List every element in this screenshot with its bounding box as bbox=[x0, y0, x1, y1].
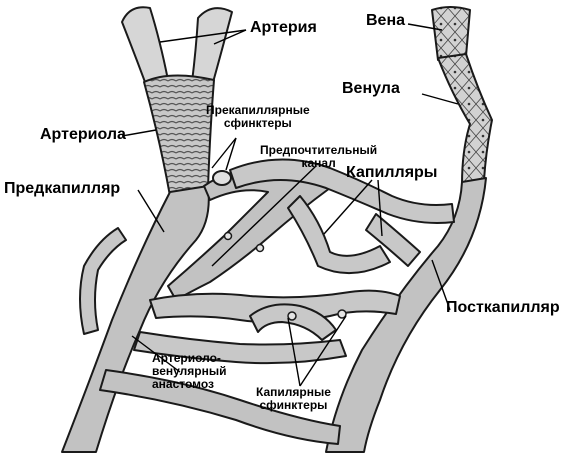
label-capillary-sphincters-line2: сфинктеры bbox=[259, 398, 328, 412]
label-av-anastomosis: Артериоло- венулярный анастомоз bbox=[152, 352, 226, 391]
capillary-loop-mid bbox=[287, 195, 391, 275]
label-artery: Артерия bbox=[250, 19, 317, 36]
label-preferential-channel-line2: канал bbox=[301, 156, 336, 170]
label-av-anastomosis-line3: анастомоз bbox=[152, 377, 215, 391]
capillary-loop-upper bbox=[229, 158, 455, 224]
label-vein: Вена bbox=[366, 12, 406, 29]
label-arteriole: Артериола bbox=[40, 126, 126, 143]
label-precapillary-sphincters: Прекапиллярные сфинктеры bbox=[206, 104, 310, 130]
av-anastomosis-vessel bbox=[99, 369, 341, 445]
label-av-anastomosis-line2: венулярный bbox=[152, 364, 227, 378]
label-precapillary: Предкапилляр bbox=[4, 180, 121, 197]
label-venule: Венула bbox=[342, 80, 400, 97]
arteriole-vessel bbox=[143, 74, 215, 197]
left-side-branch bbox=[79, 227, 127, 335]
label-capillary-sphincters-line1: Капилярные bbox=[256, 385, 331, 399]
label-postcapillary: Посткапилляр bbox=[446, 299, 560, 316]
capillary-loop-right bbox=[365, 213, 421, 267]
label-capillary-sphincters: Капилярные сфинктеры bbox=[256, 386, 331, 412]
capillary-loop-small bbox=[249, 303, 337, 341]
label-precapillary-sphincters-line1: Прекапиллярные bbox=[206, 103, 310, 117]
leader-lines bbox=[121, 23, 459, 387]
label-capillaries: Капилляры bbox=[346, 164, 438, 181]
label-preferential-channel: Предпочтительный канал bbox=[260, 144, 377, 170]
artery-left-branch bbox=[121, 6, 169, 91]
precapillary-sphincter bbox=[212, 170, 232, 186]
label-preferential-channel-line1: Предпочтительный bbox=[260, 143, 378, 157]
postcapillary-vessel bbox=[325, 177, 487, 453]
capillary-bed bbox=[61, 6, 493, 453]
label-precapillary-sphincters-line2: сфинктеры bbox=[223, 116, 292, 130]
artery-right-branch bbox=[191, 7, 233, 87]
capillary-sphincter-knobs bbox=[223, 231, 347, 321]
vein-vessel bbox=[431, 6, 471, 61]
venule-vessel bbox=[437, 53, 493, 185]
label-av-anastomosis-line1: Артериоло- bbox=[152, 351, 221, 365]
precapillary-trunk bbox=[61, 185, 210, 453]
capillary-network-bottom bbox=[133, 331, 347, 365]
